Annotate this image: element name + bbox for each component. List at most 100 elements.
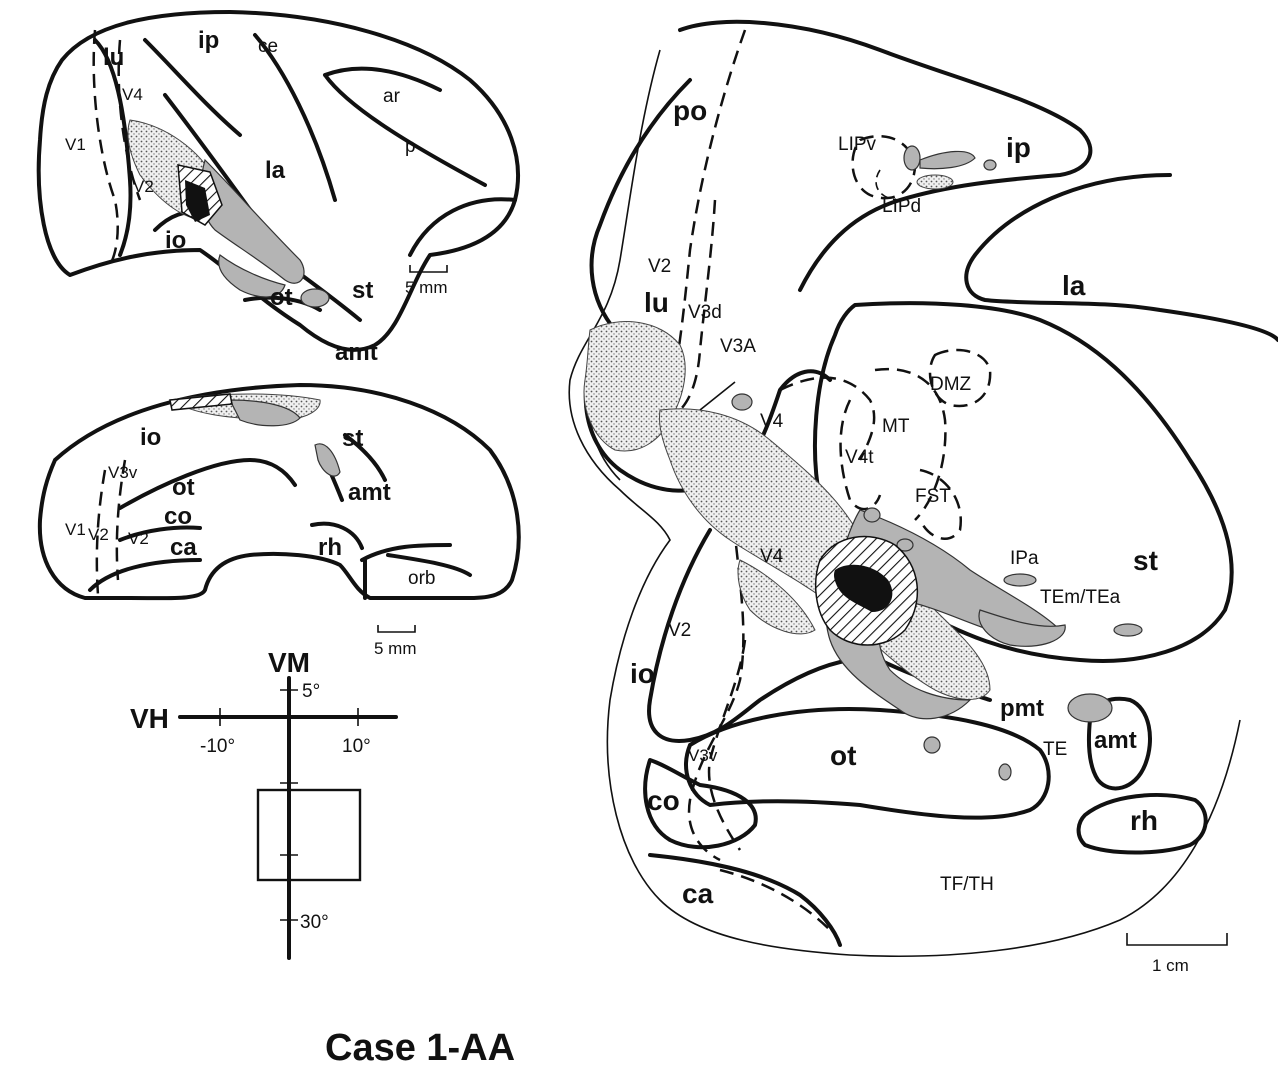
lateral-brain-view [36,10,520,352]
flatmap-label-tf-th: TF/TH [940,874,994,895]
ventral-label-orb: orb [408,568,435,589]
flatmap-label-tem-tea: TEm/TEa [1040,587,1121,608]
flatmap-v2-v3d-border [668,29,747,401]
flatmap-fst-border [918,468,963,540]
flatmap-label-ipa: IPa [1010,548,1039,569]
flatmap-v3a-pointer [699,381,736,411]
lateral-gray-labeling-3 [300,288,330,308]
lateral-label-p: p [405,136,416,157]
flatmap-amt-outline [1087,696,1152,791]
flatmap-mt-border [874,367,947,521]
flatmap-gray-v3a [731,393,753,411]
flatmap-injection-site [834,564,893,612]
lateral-label-ip: ip [198,27,219,54]
ventral-label-io: io [140,424,161,451]
flatmap-ip-border [678,19,1093,292]
flatmap-label-dmz: DMZ [930,374,972,395]
lateral-gray-labeling [200,158,305,284]
flatmap-rh-outline [1076,793,1208,855]
ventral-gray-labeling-2 [314,443,341,477]
flatmap-ca-outline [648,853,842,947]
flatmap-label-rh: rh [1130,805,1158,836]
flatmap-scale-label: 1 cm [1152,956,1189,975]
lateral-label-amt: amt [335,339,378,366]
flatmap-label-ot: ot [830,740,856,771]
flatmap-ot-outline [684,707,1051,820]
vh-label: VH [130,703,169,734]
flatmap-gray-ot1 [923,736,941,754]
ventral-v1-v2-border [95,469,107,596]
lateral-labels: lu ip ce ar p V4 V1 V2 la io st ot amt 5… [65,27,448,366]
lateral-label-v1: V1 [65,135,86,154]
axis-ticks [219,689,359,921]
lateral-label-v4: V4 [122,85,143,104]
ventral-label-v2b: V2 [128,529,149,548]
flatmap-label-mt: MT [882,416,910,437]
lateral-ar-sulcus [323,66,487,187]
lateral-brain-outline [36,10,520,352]
ventral-brain-outline [37,383,521,601]
flatmap-label-lu: lu [644,287,669,318]
flatmap-label-io: io [630,658,655,689]
tick-neg10: -10° [200,736,235,757]
lateral-ip-sulcus [143,38,242,137]
lateral-injection-site [185,180,210,222]
flatmap-label-v2-mid: V2 [668,620,691,641]
flatmap-gray-lip1 [903,145,921,171]
lateral-scale-bar [409,265,448,273]
flatmap-gray-ip-dot [983,159,997,171]
flatmap-label-ca: ca [682,878,714,909]
flatmap-label-v3v: V3v [688,746,718,765]
lateral-label-la: la [265,157,286,184]
ventral-label-ca: ca [170,534,197,561]
ventral-v2-v3v-border [115,459,127,581]
lateral-gray-labeling-2 [218,254,286,298]
flatmap-label-lipv: LIPv [838,134,877,155]
ventral-scale-label: 5 mm [374,639,417,658]
flatmap-label-te: TE [1043,739,1067,760]
lateral-scale-label: 5 mm [405,278,448,297]
lateral-v1-v2-border [92,29,119,266]
ventral-ca-sulcus [88,558,202,592]
flatmap-gray-fst [896,538,914,552]
flatmap-label-v4-mid: V4 [760,546,784,567]
ventral-label-v2a: V2 [88,525,109,544]
flatmap-lipd-border [875,169,901,201]
flatmap-label-v2-top: V2 [648,256,671,277]
flatmap-gray-labeling-strip [978,609,1066,647]
flatmap-v3d-v3a-border [679,199,717,411]
lateral-label-st: st [352,277,373,304]
receptive-field-box [256,788,362,882]
ventral-ot-sulcus [118,458,297,510]
flatmap-label-lipd: LIPd [882,196,921,217]
figure-title: Case 1-AA [325,1027,515,1069]
flat-map [568,19,1278,958]
flatmap-label-amt: amt [1094,727,1137,754]
ventral-brain-view [37,383,521,633]
visual-field-labels: VM VH 5° -10° 10° 30° [130,647,371,933]
flatmap-dotted-labeling-lower [737,559,816,635]
flatmap-co-outline [643,758,758,850]
lateral-label-v2: V2 [133,177,154,196]
flatmap-lip-border [851,134,917,200]
flatmap-label-pmt: pmt [1000,695,1044,722]
flatmap-label-v4t: V4t [845,447,874,468]
ventral-gray-labeling [229,399,301,427]
flatmap-label-la: la [1062,270,1086,301]
flatmap-label-fst: FST [915,486,951,507]
flatmap-labels: po ip LIPv LIPd la V2 lu V3d V3A DMZ V4 … [630,95,1189,975]
ventral-label-co: co [164,503,192,530]
ventral-labels: io st V3v ot amt co V1 V2 V2 ca rh orb 5… [65,424,435,658]
lateral-label-ar: ar [383,86,401,107]
ventral-label-v1: V1 [65,520,86,539]
ventral-label-v3v: V3v [108,463,138,482]
flatmap-ca-dashed [719,868,831,931]
flatmap-v4-border [779,376,876,461]
ventral-label-ot: ot [172,474,195,501]
lateral-label-lu: lu [103,44,124,71]
flatmap-gray-lip2 [919,150,976,170]
tick-5: 5° [302,681,320,702]
ventral-st-sulcus [343,433,387,482]
flatmap-io-outline [647,528,852,743]
lateral-ce-sulcus [253,33,337,202]
